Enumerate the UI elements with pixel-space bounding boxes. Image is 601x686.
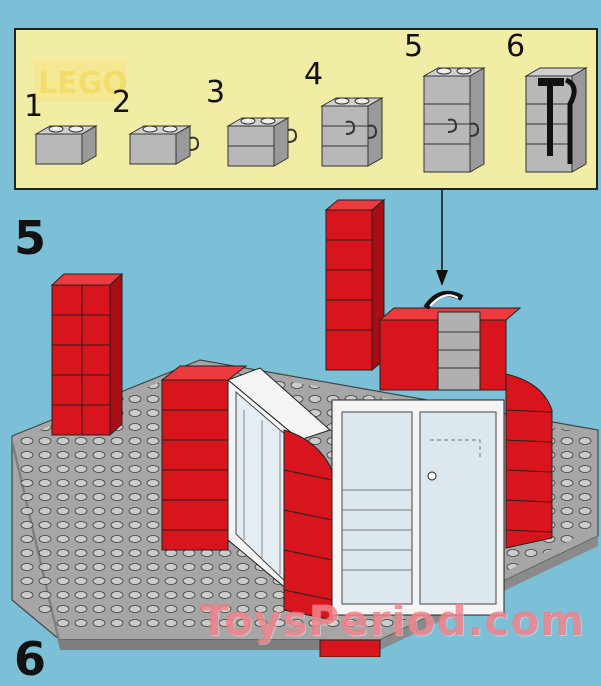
mini-brick-5 <box>422 67 486 173</box>
red-column-right <box>505 373 553 549</box>
mini-step-number: 1 <box>24 89 44 124</box>
red-corner-pillar <box>283 429 333 621</box>
mini-step-number: 6 <box>506 29 526 64</box>
mini-brick-3 <box>226 117 298 167</box>
subassembly-art: LEGO <box>34 60 588 173</box>
wrench-icon <box>564 77 577 164</box>
back-wall-section <box>378 290 522 391</box>
svg-text:LEGO: LEGO <box>38 66 128 101</box>
step-number: 5 <box>14 211 47 265</box>
grey-tool-holder <box>437 311 481 391</box>
lego-logo: LEGO <box>34 60 128 102</box>
watermark: ToysPeriod.com <box>200 596 586 645</box>
mini-step-number: 4 <box>304 57 324 92</box>
next-step-number: 6 <box>14 632 47 686</box>
mini-step-number: 3 <box>206 75 226 110</box>
mini-brick-1 <box>34 125 98 165</box>
subassembly-panel: LEGO <box>14 28 598 190</box>
instruction-page: LEGO <box>11 28 599 682</box>
axe-icon <box>547 86 553 156</box>
mini-step-number: 5 <box>404 29 424 64</box>
red-wall-left <box>160 365 248 551</box>
mini-brick-6 <box>524 67 588 173</box>
red-column-center <box>324 198 386 372</box>
front-window-frame <box>331 399 505 616</box>
shutter-window <box>227 367 331 602</box>
model-illustration <box>11 190 599 657</box>
red-column-left <box>50 272 124 437</box>
mini-brick-2 <box>128 125 200 165</box>
mini-step-number: 2 <box>112 85 132 120</box>
mini-brick-4 <box>320 97 384 167</box>
